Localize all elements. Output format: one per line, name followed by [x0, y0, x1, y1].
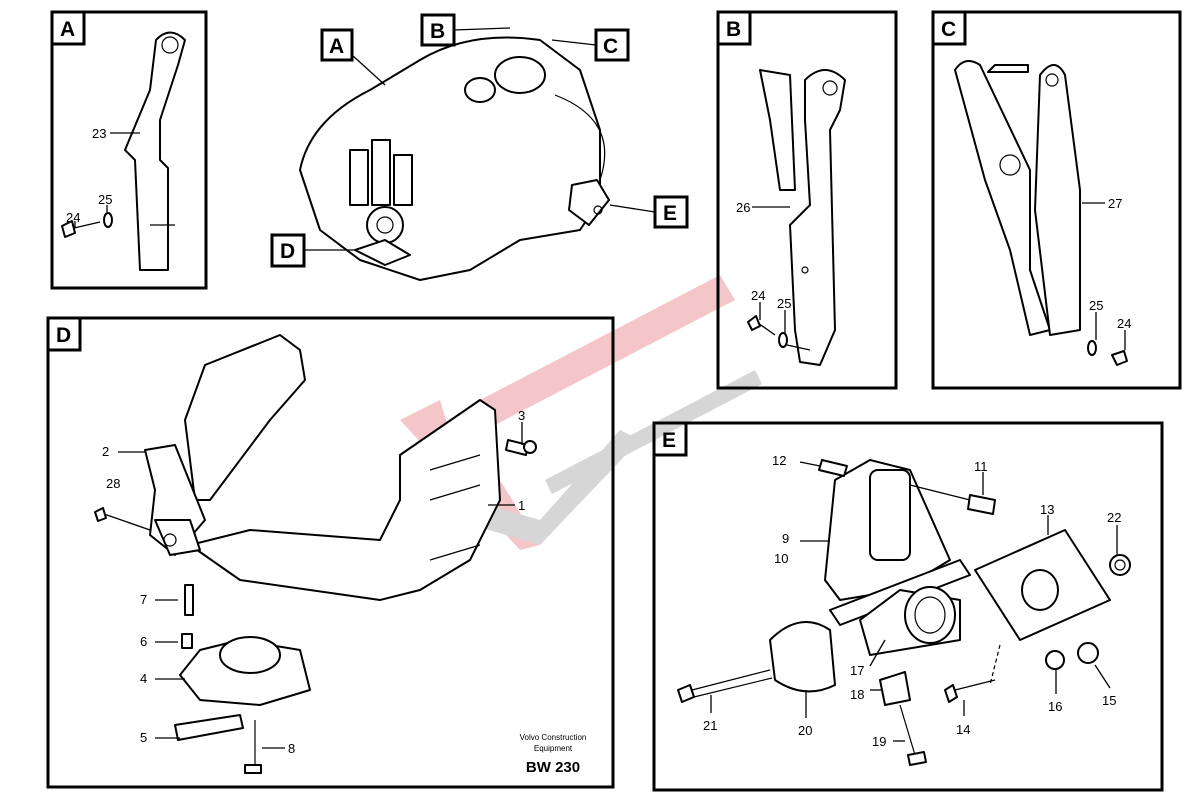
callout-24: 24: [66, 210, 80, 225]
svg-text:B: B: [726, 18, 741, 41]
callout-27: 27: [1108, 196, 1122, 211]
callout-28: 28: [106, 476, 120, 491]
panel-a-label: A: [50, 10, 86, 46]
callout-7: 7: [140, 592, 147, 607]
callout-5: 5: [140, 730, 147, 745]
overview-callout-a: A: [320, 28, 386, 86]
panel-d-frame: [46, 316, 615, 789]
callout-18: 18: [850, 687, 864, 702]
callout-25: 25: [98, 192, 112, 207]
callout-22: 22: [1107, 510, 1121, 525]
panel-c-frame: [931, 10, 1182, 390]
overview-callout-e: E: [609, 195, 689, 229]
callout-26: 26: [736, 200, 750, 215]
svg-text:A: A: [329, 35, 344, 58]
engine-overview: [299, 36, 610, 281]
panel-e-label: E: [652, 421, 688, 457]
callout-8: 8: [288, 741, 295, 756]
callout-15: 15: [1102, 693, 1116, 708]
callout-21: 21: [703, 718, 717, 733]
svg-text:C: C: [603, 35, 618, 58]
callout-20: 20: [798, 723, 812, 738]
panel-c-brackets: [954, 60, 1128, 366]
callout-24: 24: [751, 288, 765, 303]
overview-callout-d: D: [270, 233, 355, 268]
footer-company: Volvo Construction: [520, 733, 587, 742]
panel-e-mount-assembly: [677, 459, 1131, 766]
footer-code: BW 230: [526, 759, 580, 776]
callout-6: 6: [140, 634, 147, 649]
panel-d-engine-mount: [94, 334, 537, 774]
panel-c-label: C: [931, 10, 967, 46]
footer-company-2: Equipment: [534, 744, 573, 753]
svg-text:D: D: [56, 324, 71, 347]
svg-text:B: B: [430, 20, 445, 43]
svg-text:E: E: [662, 429, 676, 452]
panel-b-label: B: [716, 10, 752, 46]
callout-9: 9: [782, 531, 789, 546]
callout-4: 4: [140, 671, 147, 686]
callout-10: 10: [774, 551, 788, 566]
callout-2: 2: [102, 444, 109, 459]
callout-1: 1: [518, 498, 525, 513]
panel-b-brackets: [747, 69, 846, 366]
callout-14: 14: [956, 722, 970, 737]
callout-3: 3: [518, 408, 525, 423]
callout-12: 12: [772, 453, 786, 468]
callout-11: 11: [974, 459, 988, 474]
overview-callout-b: B: [420, 13, 511, 47]
callout-13: 13: [1040, 502, 1054, 517]
panel-a-frame: [50, 10, 208, 290]
callout-19: 19: [872, 734, 886, 749]
svg-text:C: C: [941, 18, 956, 41]
callout-25: 25: [1089, 298, 1103, 313]
callout-25: 25: [777, 296, 791, 311]
callout-17: 17: [850, 663, 864, 678]
overview-callout-c: C: [551, 28, 630, 62]
panel-d-label: D: [46, 316, 82, 352]
panel-e-frame: [652, 421, 1164, 792]
callout-23: 23: [92, 126, 106, 141]
svg-text:A: A: [60, 18, 75, 41]
callout-16: 16: [1048, 699, 1062, 714]
svg-text:E: E: [663, 202, 677, 225]
panel-b-frame: [716, 10, 898, 390]
svg-text:D: D: [280, 240, 295, 263]
callout-24: 24: [1117, 316, 1131, 331]
panel-a-bracket: [61, 31, 186, 271]
